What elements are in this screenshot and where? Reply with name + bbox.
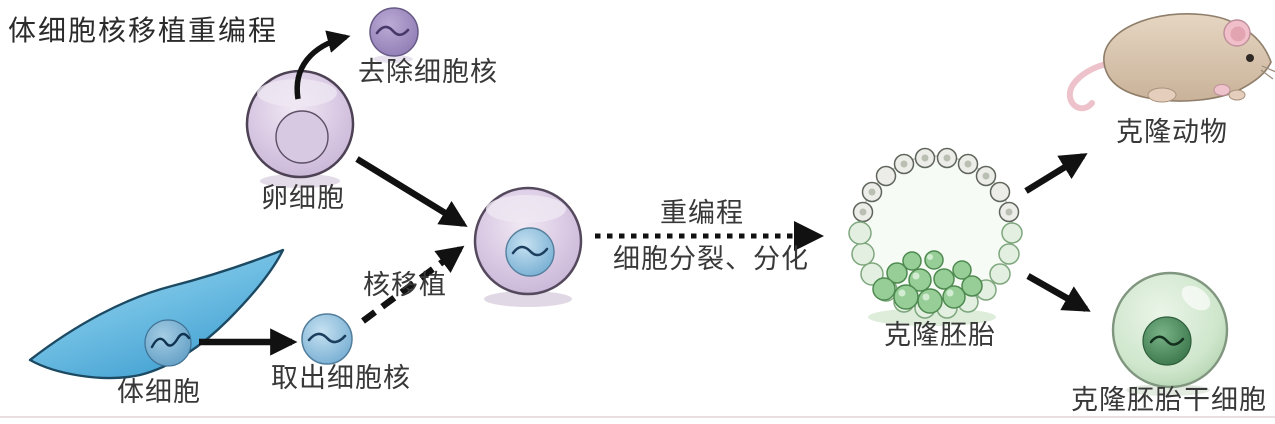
egg-cell-shape: [245, 69, 355, 179]
reprogramming-label: 重编程: [660, 198, 744, 228]
cloned-es-cell-shape: [1111, 271, 1229, 389]
somatic-cell-shape: [28, 248, 285, 380]
embryo-to-stemcell-arrow: [1026, 273, 1091, 312]
cloned-animal-mouse-shape: [1066, 13, 1275, 112]
diagram-title: 体细胞核移植重编程: [8, 15, 279, 46]
egg-cell-label: 卵细胞: [261, 183, 345, 213]
bottom-edge-line: [0, 416, 1275, 418]
cloned-animal-label: 克隆动物: [1116, 117, 1228, 147]
somatic-cell-label: 体细胞: [117, 377, 201, 407]
enucleation-arrow: [294, 30, 351, 100]
cloned-embryo-shape: [848, 147, 1023, 319]
extract-nucleus-label: 取出细胞核: [271, 363, 411, 393]
nuclear-transfer-arrow: [361, 245, 465, 324]
cloned-es-cell-label: 克隆胚胎干细胞: [1071, 385, 1267, 415]
reconstructed-cell-shape: [473, 186, 583, 296]
removed-nucleus-shape: [369, 7, 419, 57]
division-differentiation-label: 细胞分裂、分化: [613, 244, 809, 274]
cloned-embryo-label: 克隆胚胎: [884, 320, 996, 350]
egg-to-reconstructed-arrow: [355, 156, 468, 227]
cell-shadows: [260, 55, 1210, 396]
extracted-nucleus-shape: [301, 313, 353, 365]
nuclear-transfer-label: 核移植: [363, 270, 447, 300]
remove-nucleus-label: 去除细胞核: [358, 57, 498, 87]
embryo-to-animal-arrow: [1024, 153, 1088, 194]
